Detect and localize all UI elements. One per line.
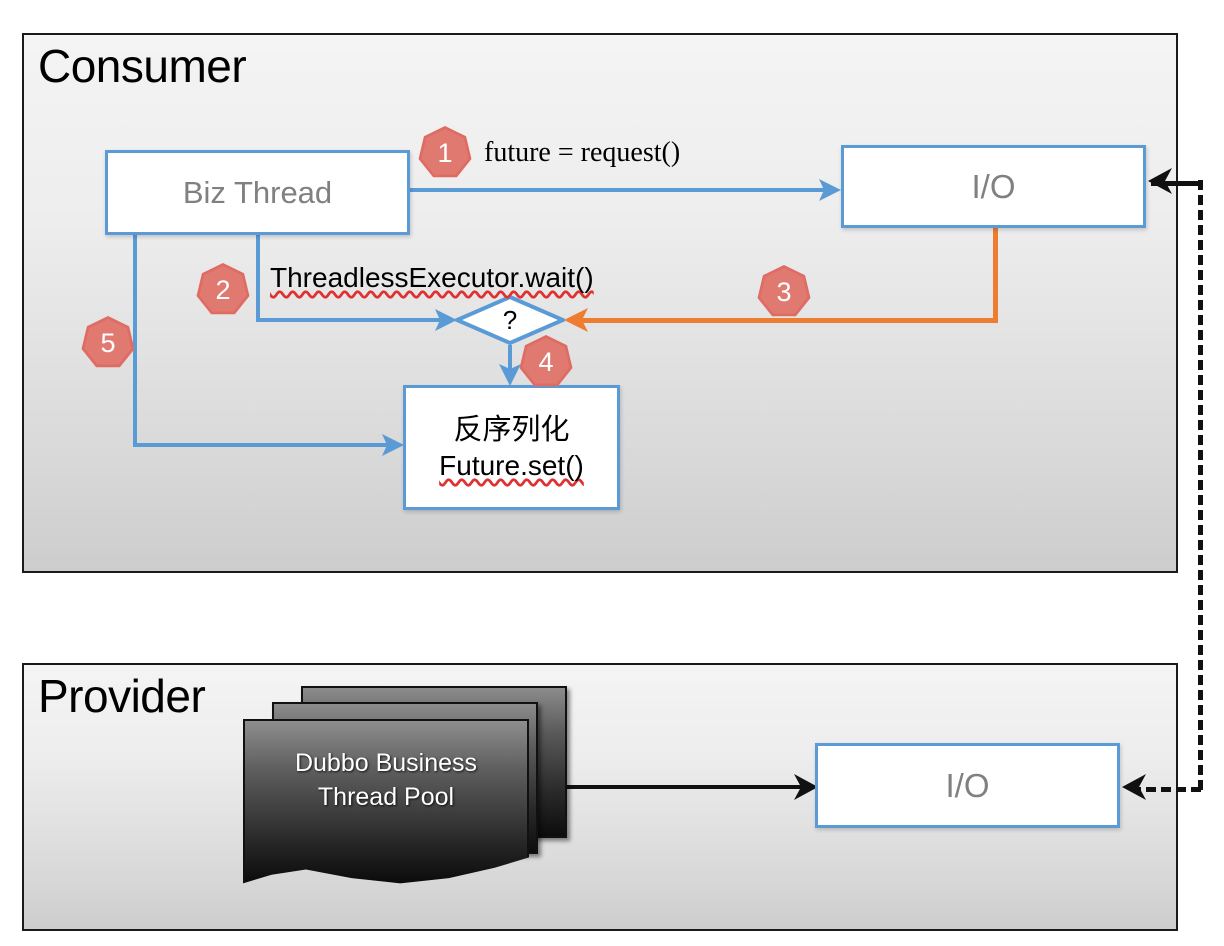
connector-io-down-orange [993, 228, 998, 323]
connector-biz-down-to-wait [256, 233, 260, 320]
decision-diamond[interactable]: ? [451, 294, 569, 346]
label-threadless-wait: ThreadlessExecutor.wait() [270, 262, 594, 293]
step-badge-4-number: 4 [538, 346, 554, 377]
step-badge-2-number: 2 [215, 274, 231, 305]
decision-diamond-label: ? [502, 304, 518, 335]
provider-panel-title: Provider [38, 670, 206, 722]
connector-biz-left-to-deserialize [133, 443, 395, 447]
network-link-vertical [1198, 180, 1203, 790]
thread-pool-card-front: Dubbo Business Thread Pool [243, 719, 529, 884]
decision-diamond-shape [451, 294, 569, 346]
connector-threadpool-io [555, 785, 807, 789]
connector-biz-to-io [408, 188, 833, 192]
label-future-request: future = request() [484, 137, 681, 168]
step-badge-5-number: 5 [100, 327, 116, 358]
thread-pool-label-line1: Dubbo Business [294, 749, 478, 777]
thread-pool-label: Dubbo Business Thread Pool [245, 747, 527, 815]
step-badge-3-number: 3 [776, 276, 792, 307]
provider-io-box[interactable]: I/O [815, 743, 1120, 828]
connector-biz-left-down [133, 233, 137, 447]
deserialize-label-future-set: Future.set() [439, 450, 584, 482]
network-link-bottom-stub [1131, 787, 1201, 792]
connector-diamond-to-deserialize [508, 345, 512, 377]
thread-pool-label-line2: Thread Pool [317, 782, 455, 811]
deserialize-box[interactable]: 反序列化 Future.set() [403, 385, 620, 510]
deserialize-label-cn: 反序列化 [453, 413, 570, 446]
biz-thread-label: Biz Thread [182, 174, 333, 210]
consumer-io-box[interactable]: I/O [841, 145, 1146, 228]
step-badge-1-number: 1 [437, 137, 453, 168]
network-link-top-stub [1151, 181, 1201, 186]
dubbo-thread-pool-stack[interactable]: Dubbo Business Thread Pool [243, 686, 567, 888]
consumer-panel-title: Consumer [38, 40, 247, 92]
consumer-io-label: I/O [971, 167, 1016, 205]
connector-io-to-diamond-orange [578, 318, 998, 323]
provider-io-label: I/O [945, 766, 990, 804]
connector-wait-to-diamond [256, 318, 446, 322]
biz-thread-box[interactable]: Biz Thread [105, 150, 410, 235]
